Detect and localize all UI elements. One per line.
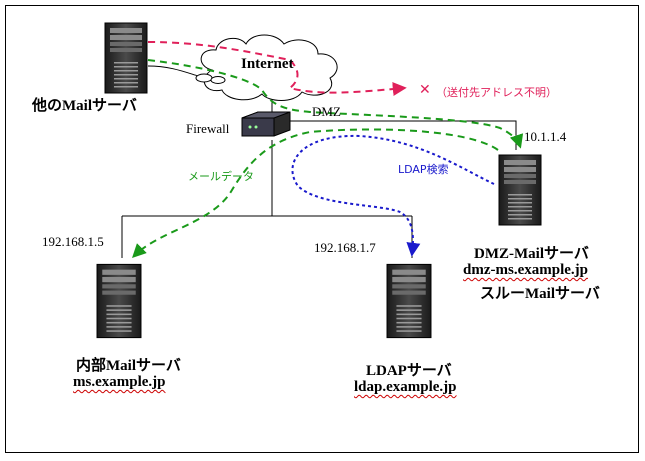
- internet-label: Internet: [241, 56, 294, 72]
- firewall-device-icon: [241, 111, 291, 137]
- firewall-label: Firewall: [186, 121, 230, 136]
- connector-icon: [195, 73, 226, 84]
- other-mail-server-label: 他のMailサーバ: [32, 98, 137, 114]
- ldap-server-icon: [386, 263, 432, 339]
- dmz-mail-server-ip: 10.1.1.4: [524, 129, 567, 144]
- dmz-mail-server-name: DMZ-Mailサーバ: [474, 246, 589, 262]
- ldap-server-host: ldap.example.jp: [354, 379, 457, 395]
- mail-flow-to-dmz-arrow: [147, 59, 524, 149]
- ldap-server-name: LDAPサーバ: [366, 363, 452, 379]
- internal-mail-server-host: ms.example.jp: [73, 374, 166, 390]
- rejected-mail-flow-arrow: [147, 41, 407, 96]
- rejected-label: （送付先アドレス不明）: [436, 86, 557, 99]
- ldap-search-label: LDAP検索: [398, 163, 449, 176]
- dmz-mail-server-host: dmz-ms.example.jp: [463, 262, 588, 278]
- mail-data-label: メールデータ: [188, 170, 254, 183]
- dmz-mail-server-icon: [498, 154, 542, 226]
- internal-mail-server-name: 内部Mailサーバ: [76, 358, 181, 374]
- dmz-label: DMZ: [312, 104, 341, 119]
- dmz-mail-server-role: スルーMailサーバ: [480, 286, 600, 302]
- internal-mail-server-icon: [96, 263, 142, 339]
- mail-flow-to-internal-arrow: [132, 128, 499, 258]
- internet-cloud-icon: [200, 34, 338, 101]
- ldap-server-ip: 192.168.1.7: [314, 240, 376, 255]
- rejected-mark: ✕: [419, 82, 431, 98]
- other-mail-server-icon: [104, 22, 148, 94]
- internal-mail-server-ip: 192.168.1.5: [42, 234, 104, 249]
- ldap-search-flow-arrow: [291, 134, 495, 257]
- diagram-frame: [5, 5, 639, 453]
